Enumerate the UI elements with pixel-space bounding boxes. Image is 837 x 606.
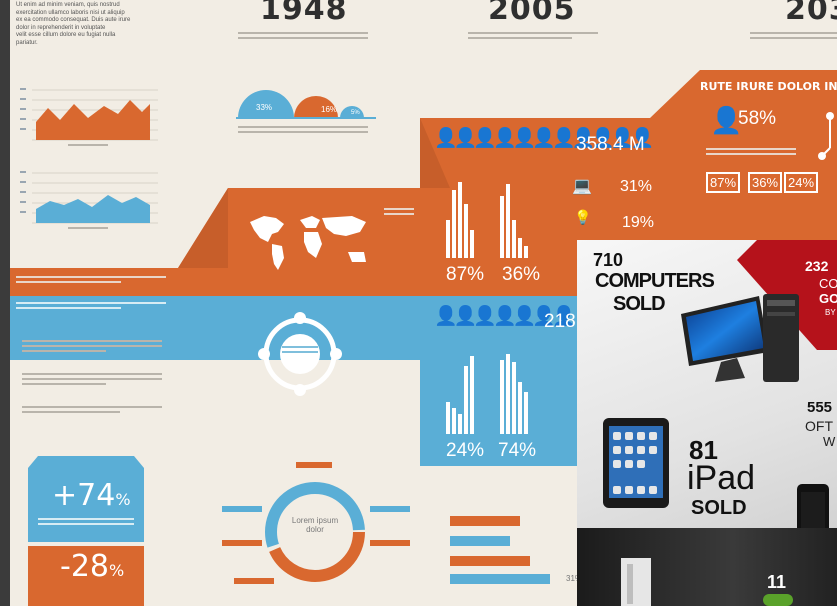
computers-label: COMPUTERS xyxy=(595,270,715,292)
map-caption xyxy=(384,208,414,218)
ipad-label: iPad xyxy=(687,459,756,497)
bar-chart-orange xyxy=(446,182,528,258)
hbar-3 xyxy=(450,556,530,566)
year-1948-text xyxy=(238,32,368,42)
pct-31: 31% xyxy=(620,178,653,195)
pct-74: 74% xyxy=(498,440,537,461)
year-2030: 203 xyxy=(785,0,837,27)
sales-card: 232 CO GO BY 710 COMPUTERS SOLD 555 OFT … xyxy=(577,240,837,606)
stat-358: 358.4 M xyxy=(576,134,645,155)
orange-area-chart xyxy=(20,88,158,146)
small-box-3: 24% xyxy=(784,172,819,193)
donut-tag-bottom xyxy=(234,578,274,584)
network-icon xyxy=(818,112,834,160)
small-box-1: 87% xyxy=(706,172,741,193)
left-edge xyxy=(0,0,10,606)
plus-box xyxy=(28,456,144,542)
bottom-dark-strip xyxy=(577,528,837,606)
semicircle-label-3: 5% xyxy=(351,110,360,116)
year-2005-text xyxy=(468,32,598,42)
stat-58-text xyxy=(706,148,796,158)
pct-24: 24% xyxy=(446,440,485,461)
ipad-sold: SOLD xyxy=(691,497,747,519)
left-paragraphs xyxy=(22,340,162,416)
red-line-2: GO xyxy=(819,291,837,306)
red-line-3: BY xyxy=(825,308,836,317)
donut-tag-left-2 xyxy=(222,540,262,546)
blue-band-text xyxy=(16,302,166,312)
pct-19: 19% xyxy=(622,214,655,231)
donut-tag-right-1 xyxy=(370,506,410,512)
world-map-icon xyxy=(250,216,366,270)
blue-area-chart xyxy=(20,171,158,229)
cycle-center-text xyxy=(282,346,318,356)
donut-center-text: Lorem ipsum dolor xyxy=(291,516,339,534)
bulb-icon: 💡 xyxy=(574,210,592,226)
people-icons-row-2: 👤👤👤👤👤👤👤 xyxy=(434,305,576,327)
right-line-1: OFT xyxy=(805,418,833,434)
people-icons-row-1: 👤👤👤👤👤👤👤👤👤👤👤 xyxy=(434,127,654,149)
person-icon: 👤 xyxy=(710,106,743,136)
small-box-2: 36% xyxy=(748,172,783,193)
ipad-icon xyxy=(603,418,669,508)
donut-tag-top xyxy=(296,462,332,468)
hbar-label-31: 31% xyxy=(566,574,583,583)
bar-chart-blue xyxy=(446,354,528,434)
computer-monitor-icon xyxy=(681,294,799,382)
right-line-2: W xyxy=(823,434,836,449)
computers-num: 710 xyxy=(593,250,624,270)
hbar-1 xyxy=(450,516,520,526)
pct-36: 36% xyxy=(502,264,541,285)
red-num: 232 xyxy=(805,258,829,274)
right-num: 555 xyxy=(807,399,833,416)
red-line-1: CO xyxy=(819,276,837,291)
year-2005: 2005 xyxy=(488,0,576,27)
header-title: RUTE IRURE DOLOR IN R xyxy=(700,80,837,93)
semicircle-label-2: 16% xyxy=(321,105,338,114)
orange-band-text xyxy=(16,276,166,286)
plus-text xyxy=(38,518,134,528)
year-2030-text xyxy=(750,32,837,42)
year-1948: 1948 xyxy=(260,0,348,27)
bottom-plus: +74% xyxy=(52,478,131,513)
ipad-num: 81 xyxy=(689,435,718,465)
donut-tag-left-1 xyxy=(222,506,262,512)
hbar-2 xyxy=(450,536,510,546)
pct-58: 58% xyxy=(738,108,777,129)
bottom-minus: -28% xyxy=(60,549,125,584)
minus-box xyxy=(28,546,144,606)
donut-tag-right-2 xyxy=(370,540,410,546)
laptop-icon: 💻 xyxy=(572,176,592,195)
xbox-logo-icon xyxy=(763,594,793,606)
semicircle-chart xyxy=(236,90,376,119)
bottom-num: 11 xyxy=(767,572,787,592)
donut-chart xyxy=(265,482,365,582)
semicircle-text xyxy=(238,126,368,136)
console-icon xyxy=(621,558,651,606)
pct-87: 87% xyxy=(446,264,485,285)
intro-text: Ut enim ad minim veniam, quis nostrud ex… xyxy=(16,2,131,46)
hbar-4 xyxy=(450,574,550,584)
computers-sold: SOLD xyxy=(613,293,666,315)
semicircle-label-1: 33% xyxy=(256,103,273,112)
cycle-diagram xyxy=(258,312,342,396)
